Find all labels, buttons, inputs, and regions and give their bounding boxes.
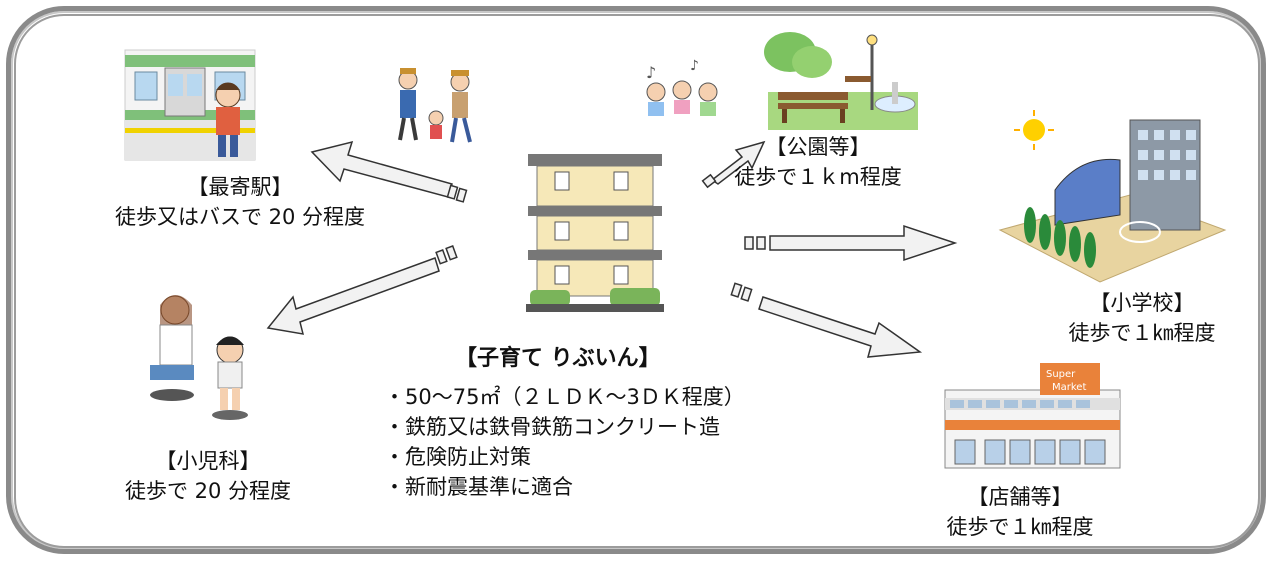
- station-label: 【最寄駅】 徒歩又はバスで 20 分程度: [90, 172, 390, 232]
- school-name: 【小学校】: [1089, 291, 1195, 315]
- store-illustration: Super Market: [944, 363, 1121, 469]
- school-detail: 徒歩で１㎞程度: [1068, 321, 1216, 345]
- store-detail: 徒歩で１㎞程度: [946, 515, 1094, 539]
- store-sign-line2: Market: [1052, 382, 1086, 393]
- feature-item: ・危険防止対策: [384, 445, 531, 469]
- arrow-to-store: [730, 282, 923, 358]
- park-label: 【公園等】 徒歩で１ｋm程度: [718, 132, 918, 192]
- arrow-to-school: [744, 224, 958, 262]
- housing-features-list: ・50～75㎡（２ＬＤＫ～3ＤＫ程度） ・鉄筋又は鉄骨鉄筋コンクリート造 ・危険…: [384, 382, 745, 502]
- arrow-to-station: [310, 140, 468, 203]
- pediatrics-detail: 徒歩で 20 分程度: [124, 479, 292, 503]
- station-name: 【最寄駅】: [187, 175, 293, 199]
- rounded-frame-inner: [14, 14, 1260, 548]
- store-name: 【店舗等】: [967, 485, 1073, 509]
- pediatrics-name: 【小児科】: [155, 449, 261, 473]
- apartment-building[interactable]: [526, 154, 664, 312]
- feature-item: ・新耐震基準に適合: [384, 475, 573, 499]
- rounded-frame: [6, 6, 1266, 554]
- store-sign-line1: Super: [1046, 369, 1076, 380]
- feature-item: ・50～75㎡（２ＬＤＫ～3ＤＫ程度）: [384, 385, 745, 409]
- children-illustration: ♪ ♪: [646, 58, 718, 116]
- pediatrics-label: 【小児科】 徒歩で 20 分程度: [88, 446, 328, 506]
- family-illustration: [398, 68, 472, 143]
- school-label: 【小学校】 徒歩で１㎞程度: [1042, 288, 1242, 348]
- svg-text:♪: ♪: [646, 63, 656, 82]
- park-illustration: [764, 30, 918, 130]
- pediatrics-illustration: [150, 295, 248, 420]
- housing-title: 【子育て りぶいん】: [455, 346, 661, 371]
- svg-text:♪: ♪: [690, 58, 699, 74]
- arrow-to-park: [701, 140, 766, 189]
- park-detail: 徒歩で１ｋm程度: [734, 165, 902, 189]
- arrow-to-pediatrics: [266, 245, 458, 335]
- station-illustration: [124, 49, 256, 161]
- arrows: [266, 140, 958, 358]
- store-label: 【店舗等】 徒歩で１㎞程度: [920, 482, 1120, 542]
- park-name: 【公園等】: [765, 135, 871, 159]
- feature-item: ・鉄筋又は鉄骨鉄筋コンクリート造: [384, 415, 720, 439]
- station-detail: 徒歩又はバスで 20 分程度: [114, 205, 366, 229]
- school-illustration: [998, 110, 1227, 283]
